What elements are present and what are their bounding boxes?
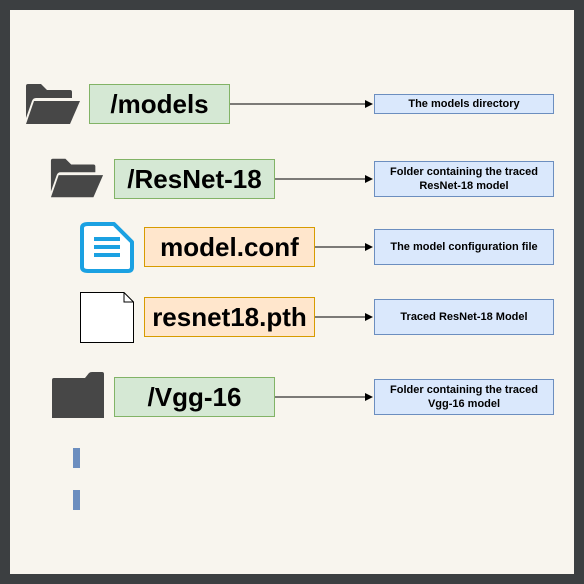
continuation-mark	[73, 490, 80, 510]
blank-file-icon	[80, 292, 134, 343]
resnet-description: Folder containing the traced ResNet-18 m…	[374, 161, 554, 197]
continuation-mark	[73, 448, 80, 468]
conf-description: The model configuration file	[374, 229, 554, 265]
conf-file-label[interactable]: model.conf	[144, 227, 315, 267]
vgg-folder-label[interactable]: /Vgg-16	[114, 377, 275, 417]
pth-file-label[interactable]: resnet18.pth	[144, 297, 315, 337]
folder-open-icon	[50, 158, 104, 198]
diagram-canvas: /models The models directory /ResNet-18 …	[10, 10, 574, 574]
connector-arrows	[230, 100, 373, 401]
document-icon	[80, 222, 134, 273]
folder-open-icon	[26, 84, 80, 124]
resnet-folder-label[interactable]: /ResNet-18	[114, 159, 275, 199]
folder-closed-icon	[52, 372, 104, 418]
vgg-description: Folder containing the traced Vgg-16 mode…	[374, 379, 554, 415]
pth-description: Traced ResNet-18 Model	[374, 299, 554, 335]
models-description: The models directory	[374, 94, 554, 114]
models-folder-label[interactable]: /models	[89, 84, 230, 124]
